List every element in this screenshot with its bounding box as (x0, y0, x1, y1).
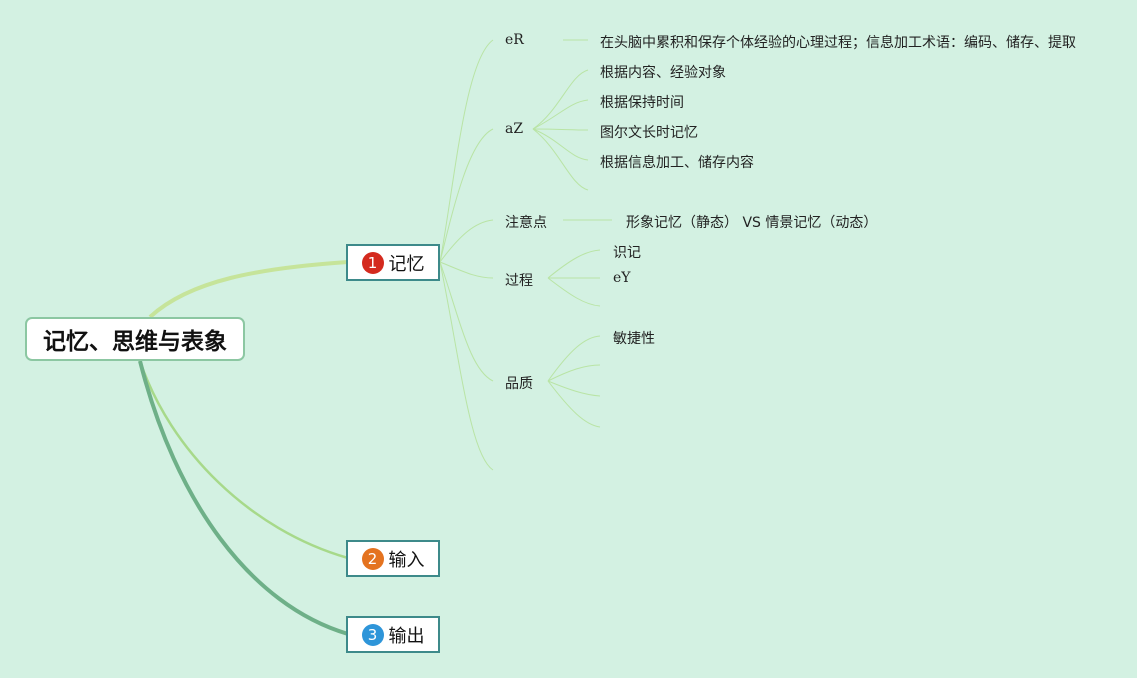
leaf-note-detail[interactable]: 形象记忆（静态） VS 情景记忆（动态） (626, 215, 878, 231)
main-topic-label: 输出 (388, 625, 425, 647)
leaf-definition-detail[interactable]: 在头脑中累积和保存个体经验的心理过程；信息加工术语：编码、储存、提取 (600, 35, 1076, 51)
subtopic-definition[interactable]: eR (505, 32, 524, 48)
subtopic-process[interactable]: 过程 (505, 273, 533, 289)
subtopic-note[interactable]: 注意点 (505, 215, 547, 231)
subtopic-classification[interactable]: aZ (505, 121, 524, 137)
main-topic-input[interactable]: 2 输入 (346, 540, 440, 577)
leaf-classification-2[interactable]: 根据保持时间 (600, 95, 684, 111)
memory-branch-links (439, 39, 494, 471)
root-topic[interactable]: 记忆、思维与表象 (25, 317, 245, 361)
leaf-quality-1[interactable]: 敏捷性 (613, 331, 655, 347)
link-root-output (138, 360, 349, 636)
root-topic-label: 记忆、思维与表象 (43, 329, 227, 355)
leaf-process-2[interactable]: eY (613, 270, 631, 286)
main-topic-label: 记忆 (388, 253, 425, 275)
number-3-icon: 3 (361, 623, 384, 646)
subtopic-quality[interactable]: 品质 (505, 376, 533, 392)
leaf-classification-4[interactable]: 根据信息加工、储存内容 (600, 155, 754, 171)
leaf-process-1[interactable]: 识记 (613, 245, 641, 261)
main-topic-label: 输入 (388, 549, 425, 571)
leaf-classification-3[interactable]: 图尔文长时记忆 (600, 125, 698, 141)
main-topic-output[interactable]: 3 输出 (346, 616, 440, 653)
number-2-icon: 2 (361, 547, 384, 570)
link-root-input (138, 360, 349, 560)
link-root-memory (148, 260, 349, 319)
leaf-classification-1[interactable]: 根据内容、经验对象 (600, 65, 726, 81)
main-topic-memory[interactable]: 1 记忆 (346, 244, 440, 281)
leaf-links (532, 39, 612, 428)
number-1-icon: 1 (361, 251, 384, 274)
